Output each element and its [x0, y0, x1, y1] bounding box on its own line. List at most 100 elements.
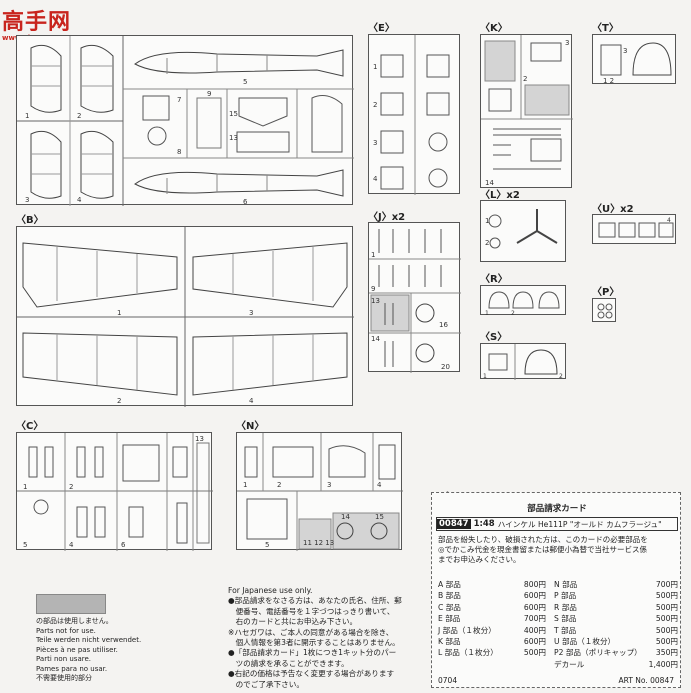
price-value: 500円: [655, 614, 678, 624]
svg-text:1: 1: [373, 63, 377, 71]
card-intro-line: までお申込みください。: [438, 555, 521, 564]
card-kit-scale: 1:48: [473, 519, 495, 529]
unused-line: Pames para no usar.: [36, 664, 108, 673]
price-part: E 部品: [438, 614, 461, 624]
sprue-t-frame: 3 1 2: [592, 34, 676, 85]
svg-text:15: 15: [229, 110, 238, 118]
svg-text:1: 1: [485, 310, 489, 316]
price-row: P2 部品（ポリキャップ） 350円: [554, 647, 678, 658]
sprue-e-frame: 1 2 3 4: [368, 34, 460, 195]
svg-text:5: 5: [265, 541, 269, 549]
card-kit-line: 00847 1:48 ハインケル He111P "オールド カムフラージュ": [436, 517, 678, 531]
sprue-u-label: 〈U〉x2: [592, 204, 634, 215]
sprue-n-drawing: 1 2 3 4 5 11 12 13 14 15: [237, 433, 403, 551]
svg-text:1: 1: [485, 217, 489, 225]
sprue-s-label: 〈S〉: [480, 332, 508, 343]
sprue-s-drawing: 1 2: [483, 344, 563, 380]
svg-text:1: 1: [23, 483, 27, 491]
svg-text:15: 15: [375, 513, 384, 521]
price-row: T 部品 500円: [554, 625, 678, 636]
japanese-use-title: For Japanese use only.: [228, 586, 313, 595]
svg-text:5: 5: [23, 541, 27, 549]
unused-line: の部品は使用しません。: [36, 617, 113, 625]
sprue-p-drawing: [597, 303, 613, 319]
sprue-c-frame: 1 2 5 4 6 13: [16, 432, 213, 551]
sprue-a-frame: 1 2 3 4 5 6 7 8 9 15 13: [16, 35, 354, 206]
sprue-c-label: 〈C〉: [16, 421, 44, 432]
price-value: 600円: [523, 591, 546, 601]
card-intro: 部品を紛失したり、破損された方は、このカードの必要部品を ◎でかこみ代金を現金書…: [438, 535, 678, 565]
sprue-k-label: 〈K〉: [480, 23, 508, 34]
sprue-n-frame: 1 2 3 4 5 11 12 13 14 15: [236, 432, 403, 551]
svg-text:2: 2: [511, 310, 515, 316]
sprue-c-drawing: 1 2 5 4 6 13: [17, 433, 213, 551]
sprue-e-label: 〈E〉: [368, 23, 395, 34]
price-part: T 部品: [554, 625, 577, 635]
price-row: U 部品（１枚分）500円: [554, 636, 678, 647]
price-value: 700円: [655, 580, 678, 589]
svg-text:2: 2: [69, 483, 73, 491]
sprue-b-frame: 1 3 2 4: [16, 226, 354, 407]
price-value: 350円: [655, 648, 678, 658]
sprue-j-label: 〈J〉x2: [368, 212, 406, 223]
japanese-use-line: 個人情報を第3者に開示することはありません。: [228, 638, 400, 648]
svg-text:14: 14: [341, 513, 350, 521]
svg-text:4: 4: [77, 196, 82, 204]
svg-text:1: 1: [243, 481, 247, 489]
svg-text:20: 20: [441, 363, 450, 371]
japanese-use-line: ツの請求を承ることができます。: [228, 658, 349, 668]
svg-text:4: 4: [377, 481, 382, 489]
svg-text:3: 3: [25, 196, 29, 204]
svg-text:11 12 13: 11 12 13: [303, 539, 334, 547]
svg-text:13: 13: [371, 297, 380, 305]
svg-text:1 2: 1 2: [603, 77, 614, 85]
svg-text:3: 3: [565, 39, 569, 47]
card-title: 部品請求カード: [527, 504, 587, 514]
svg-text:9: 9: [371, 285, 375, 293]
svg-text:7: 7: [177, 96, 181, 104]
svg-text:4: 4: [667, 217, 671, 224]
watermark-text: 高手网: [2, 10, 72, 35]
sprue-l-frame: 1 2: [480, 200, 566, 262]
japanese-use-line: ●右記の価格は予告なく変更する場合があります: [228, 669, 395, 679]
price-row: E 部品 700円: [438, 613, 546, 624]
price-value: 500円: [655, 625, 678, 635]
sprue-r-drawing: 1 2: [485, 291, 560, 316]
svg-text:13: 13: [195, 435, 204, 443]
price-row: N 部品 700円: [554, 579, 678, 590]
sprue-k-frame: 3 2 14: [480, 34, 573, 188]
sprue-b-drawing: 1 3 2 4: [17, 227, 354, 407]
sprue-b-label: 〈B〉: [16, 215, 44, 226]
price-part: N 部品: [554, 580, 578, 589]
sprue-u-drawing: 4: [598, 217, 674, 238]
svg-text:3: 3: [623, 47, 627, 55]
unused-line: Parti non usare.: [36, 655, 91, 663]
price-part: U 部品（１枚分）: [554, 637, 616, 647]
unused-line: Teile werden nicht verwendet.: [36, 636, 142, 644]
unused-line: Parts not for use.: [36, 626, 96, 635]
sprue-u-frame: 4: [592, 214, 676, 244]
card-kit-name: ハインケル He111P "オールド カムフラージュ": [497, 519, 662, 529]
price-value: 500円: [655, 602, 678, 612]
price-part: C 部品: [438, 602, 461, 612]
card-intro-line: 部品を紛失したり、破損された方は、このカードの必要部品を: [438, 535, 648, 544]
sprue-r-label: 〈R〉: [480, 274, 508, 285]
svg-text:3: 3: [373, 139, 377, 147]
sprue-p-frame: [592, 298, 616, 322]
sprue-s-frame: 1 2: [480, 343, 566, 380]
sprue-r-frame: 1 2: [480, 285, 566, 316]
svg-text:13: 13: [229, 134, 238, 142]
price-value: 1,400円: [648, 659, 678, 669]
price-part: J 部品（１枚分）: [438, 625, 496, 635]
sprue-a-drawing: 1 2 3 4 5 6 7 8 9 15 13: [17, 36, 354, 206]
price-part: P2 部品（ポリキャップ）: [554, 648, 642, 658]
price-value: 700円: [523, 614, 546, 624]
sprue-t-label: 〈T〉: [592, 23, 619, 34]
card-art-no: ART No. 00847: [618, 676, 674, 685]
japanese-use-line: ※ハセガワは、ご本人の同意がある場合を除き、: [228, 627, 394, 637]
